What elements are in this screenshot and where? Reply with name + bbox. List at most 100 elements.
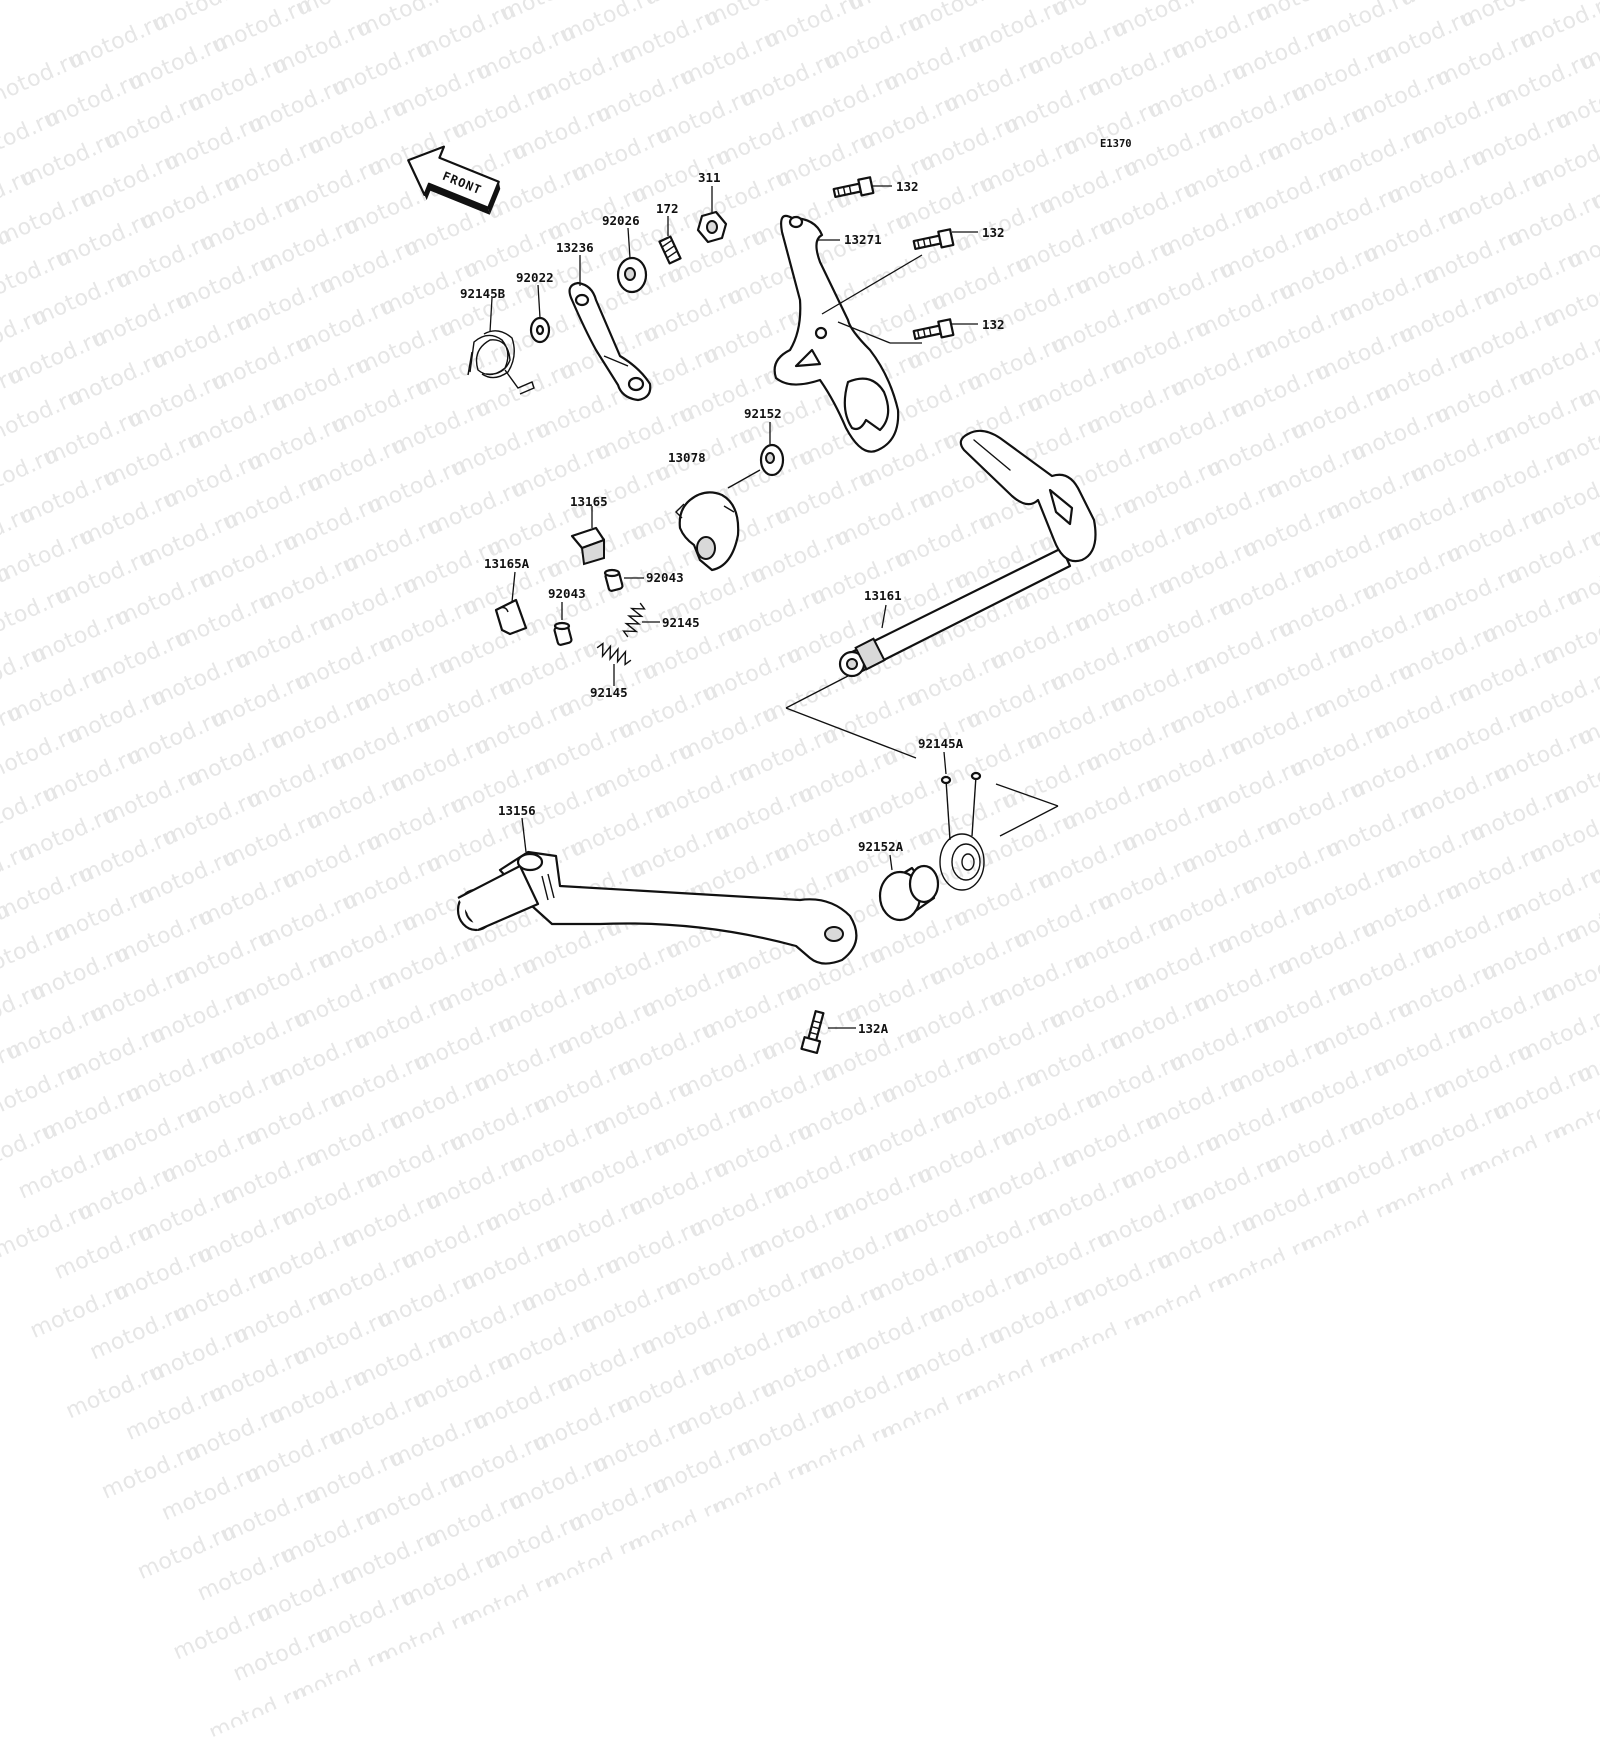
watermark-text: motod.ru xyxy=(698,1316,804,1382)
watermark-text: motod.ru xyxy=(517,1590,623,1656)
watermark-text: motod.ru xyxy=(902,1322,1008,1388)
label-92152: 92152 xyxy=(744,406,782,421)
bolt-132-bottom xyxy=(913,319,953,343)
watermark-text: motod.ru xyxy=(518,1252,624,1318)
watermark-text: motod.ru xyxy=(482,1509,588,1575)
watermark-text: motod.ru xyxy=(470,1370,576,1436)
watermark-text: motod.ru xyxy=(758,1338,864,1404)
watermark-text: motod.ru xyxy=(542,1531,648,1597)
label-92022: 92022 xyxy=(516,270,554,285)
torsion-spring-92145b xyxy=(468,331,534,394)
bolt-132-top xyxy=(833,177,873,201)
return-spring-92145a xyxy=(940,773,984,890)
watermark-text: motod.ru xyxy=(254,1225,360,1291)
ratchet-13078 xyxy=(676,492,738,570)
watermark-text: motod.ru xyxy=(290,1305,396,1371)
watermark-text: motod.ru xyxy=(566,1472,672,1538)
front-arrow-icon: FRONT xyxy=(397,136,507,224)
washer-92022 xyxy=(531,318,549,342)
watermark-text: motod.ru xyxy=(554,1332,660,1398)
diagram-code: E1370 xyxy=(1100,138,1132,150)
watermark-text: motod.ru xyxy=(734,1397,840,1463)
watermark-text: motod.ru xyxy=(302,1445,408,1511)
watermark-text: motod.ru xyxy=(1154,1210,1260,1276)
spring-92145-lower xyxy=(595,642,633,666)
watermark-text: motod.ru xyxy=(818,1359,924,1425)
watermark-text: motod.ru xyxy=(1106,1328,1212,1394)
watermark-text: motod.ru xyxy=(265,1702,371,1738)
label-92152a: 92152A xyxy=(858,839,904,854)
watermark-text: motod.ru xyxy=(146,1321,252,1387)
watermark-text: motod.ru xyxy=(770,1477,876,1543)
collar-92152a xyxy=(880,866,938,920)
watermark-text: motod.ru xyxy=(542,1193,648,1259)
watermark-text: motod.ru xyxy=(374,1268,480,1334)
pawl-13165 xyxy=(572,528,604,564)
label-311: 311 xyxy=(698,170,721,185)
watermark-text: motod.ru xyxy=(50,1219,156,1285)
watermark-text: motod.ru xyxy=(1358,1215,1464,1281)
label-132-middle: 132 xyxy=(982,225,1005,240)
watermark-text: motod.ru xyxy=(349,1664,455,1730)
watermark-text: motod.ru xyxy=(170,1262,276,1328)
label-13165: 13165 xyxy=(570,494,608,509)
pin-92043-upper xyxy=(605,570,623,592)
watermark-text: motod.ru xyxy=(194,1203,300,1269)
diagram-canvas: E1370 FRONT xyxy=(0,0,1600,1200)
watermark-text: motod.ru xyxy=(218,1482,324,1548)
shift-shaft-13161 xyxy=(840,431,1096,676)
watermark-text: motod.ru xyxy=(230,1284,336,1350)
watermark-text: motod.ru xyxy=(194,1541,300,1607)
label-92043-upper: 92043 xyxy=(646,570,684,585)
watermark-text: motod.ru xyxy=(422,1488,528,1554)
watermark-text: motod.ru xyxy=(1022,1365,1128,1431)
pawl-13165a xyxy=(496,600,526,634)
watermark-text: motod.ru xyxy=(266,1364,372,1430)
watermark-text: motod.ru xyxy=(1010,1226,1116,1292)
watermark-text: motod.ru xyxy=(854,1440,960,1506)
watermark-text: motod.ru xyxy=(782,1279,888,1345)
watermark-text: motod.ru xyxy=(806,1220,912,1286)
watermark-text: motod.ru xyxy=(314,1584,420,1650)
watermark-text: motod.ru xyxy=(350,1327,456,1393)
watermark-text: motod.ru xyxy=(326,1386,432,1452)
watermark-text: motod.ru xyxy=(338,1525,444,1591)
label-13236: 13236 xyxy=(556,240,594,255)
watermark-text: motod.ru xyxy=(722,1258,828,1324)
watermark-text: motod.ru xyxy=(1046,1306,1152,1372)
watermark-text: motod.ru xyxy=(373,1605,479,1671)
watermark-text: motod.ru xyxy=(314,1246,420,1312)
watermark-text: motod.ru xyxy=(662,1236,768,1302)
label-92043-lower: 92043 xyxy=(548,586,586,601)
watermark-text: motod.ru xyxy=(110,1241,216,1307)
watermark-text: motod.ru xyxy=(134,1519,240,1585)
watermark-text: motod.ru xyxy=(878,1381,984,1447)
watermark-text: motod.ru xyxy=(650,1434,756,1500)
label-13165a: 13165A xyxy=(484,556,530,571)
washer-92152 xyxy=(761,445,783,475)
label-132-bottom: 132 xyxy=(982,317,1005,332)
watermark-text: motod.ru xyxy=(1130,1269,1236,1335)
watermark-text: motod.ru xyxy=(494,1311,600,1377)
watermark-text: motod.ru xyxy=(626,1493,732,1559)
watermark-text: motod.ru xyxy=(685,1515,791,1581)
watermark-text: motod.ru xyxy=(434,1289,540,1355)
watermark-text: motod.ru xyxy=(506,1450,612,1516)
watermark-text: motod.ru xyxy=(962,1343,1068,1409)
collar-92026 xyxy=(618,258,646,292)
watermark-text: motod.ru xyxy=(398,1209,504,1275)
watermark-text: motod.ru xyxy=(242,1423,348,1489)
watermark-text: motod.ru xyxy=(842,1301,948,1367)
stud-bolt-172 xyxy=(659,237,680,264)
watermark-text: motod.ru xyxy=(1070,1247,1176,1313)
bolt-132a xyxy=(801,1010,827,1053)
watermark-text: motod.ru xyxy=(86,1300,192,1366)
watermark-text: motod.ru xyxy=(986,1285,1092,1351)
label-172: 172 xyxy=(656,201,679,216)
watermark-text: motod.ru xyxy=(938,1402,1044,1468)
watermark-text: motod.ru xyxy=(182,1402,288,1468)
watermark-text: motod.ru xyxy=(926,1263,1032,1329)
label-92145-upper: 92145 xyxy=(662,615,700,630)
watermark-text: motod.ru xyxy=(458,1231,564,1297)
